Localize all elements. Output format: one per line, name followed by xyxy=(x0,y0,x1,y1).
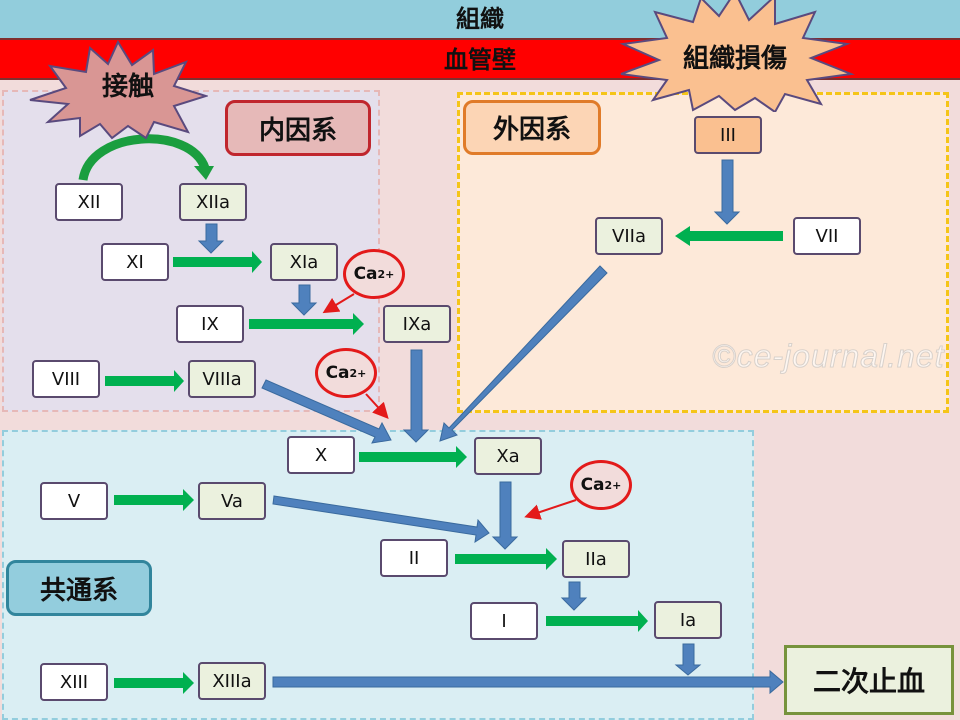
factor-II: II xyxy=(380,539,448,577)
arrow-Ia-down xyxy=(674,643,702,676)
arrow-VII-VIIa xyxy=(675,226,783,246)
ca-arrow-3 xyxy=(524,499,577,520)
factor-VII: VII xyxy=(793,217,861,255)
ca-arrow-2 xyxy=(365,393,389,419)
factor-XIII: XIII xyxy=(40,663,108,701)
extrinsic-pathway-label: 外因系 xyxy=(463,100,601,155)
activation-arrows xyxy=(105,226,783,694)
arrow-V-Va xyxy=(114,489,194,511)
arrow-Xa-down xyxy=(491,481,519,550)
curved-activation-arrow xyxy=(78,134,210,182)
factor-Ia: Ia xyxy=(654,601,722,639)
calcium-symbol: Ca xyxy=(325,363,350,383)
arrow-III-down xyxy=(713,159,741,225)
arrow-XIIa-down xyxy=(197,223,225,254)
catalysis-arrows xyxy=(197,159,784,695)
secondary-hemostasis-label: 二次止血 xyxy=(784,645,954,715)
ca-arrow-1 xyxy=(322,293,355,314)
arrow-XIIIa-to-secondary xyxy=(272,669,784,695)
factor-XIIa: XIIa xyxy=(179,183,247,221)
factor-III: III xyxy=(694,116,762,154)
arrow-VIIIa-diag xyxy=(261,379,392,444)
arrow-Va-diag xyxy=(272,495,490,544)
tissue-injury-burst xyxy=(619,0,855,112)
factor-XII: XII xyxy=(55,183,123,221)
watermark: ©ce-journal.net xyxy=(711,338,945,375)
curved-arrowhead xyxy=(194,166,214,180)
contact-burst xyxy=(29,40,208,140)
arrow-XIa-down xyxy=(290,284,318,316)
intrinsic-pathway-label: 内因系 xyxy=(225,100,371,156)
calcium-symbol: Ca xyxy=(580,475,605,495)
factor-XIIIa: XIIIa xyxy=(198,662,266,700)
factor-V: V xyxy=(40,482,108,520)
arrow-II-IIa xyxy=(455,548,557,570)
factor-XIa: XIa xyxy=(270,243,338,281)
factor-VIIa: VIIa xyxy=(595,217,663,255)
arrow-I-Ia xyxy=(546,610,648,632)
arrow-IIa-down xyxy=(560,581,588,611)
factor-Va: Va xyxy=(198,482,266,520)
factor-IXa: IXa xyxy=(383,305,451,343)
factor-X: X xyxy=(287,436,355,474)
common-pathway-label: 共通系 xyxy=(6,560,152,616)
calcium-charge: 2+ xyxy=(349,366,367,380)
factor-I: I xyxy=(470,602,538,640)
arrow-XIII-XIIIa xyxy=(114,672,194,694)
arrow-X-Xa xyxy=(359,446,467,468)
factor-XI: XI xyxy=(101,243,169,281)
arrow-VIII-VIIIa xyxy=(105,370,184,392)
arrow-IXa-down xyxy=(402,349,430,443)
factor-IX: IX xyxy=(176,305,244,343)
tissue-label: 組織 xyxy=(456,5,504,33)
arrow-IX-IXa xyxy=(249,313,364,335)
factor-VIIIa: VIIIa xyxy=(188,360,256,398)
calcium-symbol: Ca xyxy=(353,264,378,284)
tissue-injury-label: 組織損傷 xyxy=(682,44,787,74)
vessel-wall-label: 血管壁 xyxy=(444,46,516,74)
factor-Xa: Xa xyxy=(474,437,542,475)
arrow-VIIa-diag xyxy=(439,265,608,442)
calcium-charge: 2+ xyxy=(604,478,622,492)
calcium-charge: 2+ xyxy=(377,267,395,281)
arrow-XI-XIa xyxy=(173,251,262,273)
calcium-arrows xyxy=(322,293,577,520)
factor-VIII: VIII xyxy=(32,360,100,398)
factor-IIa: IIa xyxy=(562,540,630,578)
contact-label: 接触 xyxy=(101,72,154,102)
